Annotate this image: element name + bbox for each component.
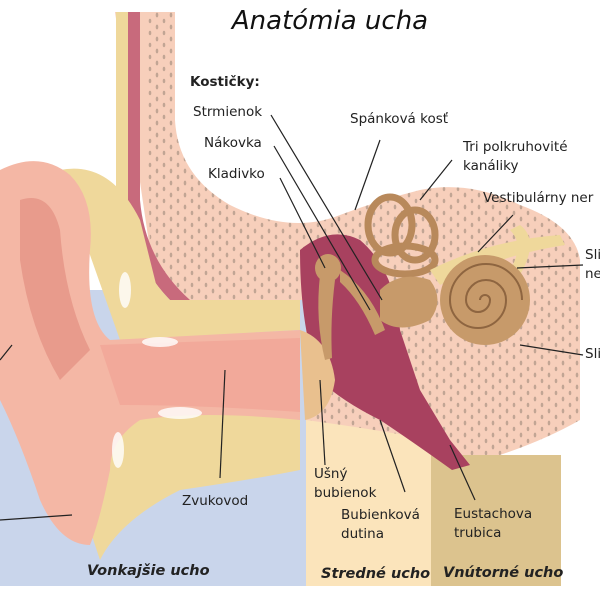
label-canals-2: kanáliky — [463, 158, 519, 174]
label-vestibular-nerve: Vestibulárny ner — [483, 190, 594, 206]
label-tympanic-1: Bubienková — [341, 507, 420, 523]
label-eardrum-1: Ušný — [314, 466, 348, 482]
label-canals-1: Tri polkruhovité — [463, 139, 568, 155]
label-eustachian-2: trubica — [454, 525, 502, 541]
label-cochlea: Sli — [585, 346, 600, 362]
section-middle-ear: Stredné ucho — [321, 566, 431, 582]
label-ear-canal: Zvukovod — [182, 493, 249, 509]
label-incus: Nákovka — [204, 135, 262, 151]
label-eustachian-1: Eustachova — [454, 506, 533, 522]
label-eardrum-2: bubienok — [314, 485, 377, 501]
label-temporal-bone: Spánková kosť — [350, 111, 449, 127]
label-malleus: Kladivko — [208, 166, 265, 182]
diagram-title: Anatómia ucha — [231, 6, 429, 36]
section-inner-ear: Vnútorné ucho — [443, 565, 564, 581]
label-stapes: Strmienok — [193, 104, 263, 120]
middle-ear-region — [306, 420, 431, 586]
section-outer-ear: Vonkajšie ucho — [87, 563, 210, 579]
label-cochlear-nerve-1: Sli — [585, 247, 600, 263]
inner-ear-region — [431, 455, 561, 586]
label-cochlear-nerve-2: ne — [585, 266, 600, 282]
semicircular-canals — [364, 193, 439, 278]
label-ossicles-heading: Kostičky: — [190, 74, 260, 90]
leader-lines — [0, 114, 584, 521]
tympanic-cavity — [300, 234, 470, 470]
label-tympanic-2: dutina — [341, 526, 384, 542]
cochlea — [440, 255, 530, 345]
